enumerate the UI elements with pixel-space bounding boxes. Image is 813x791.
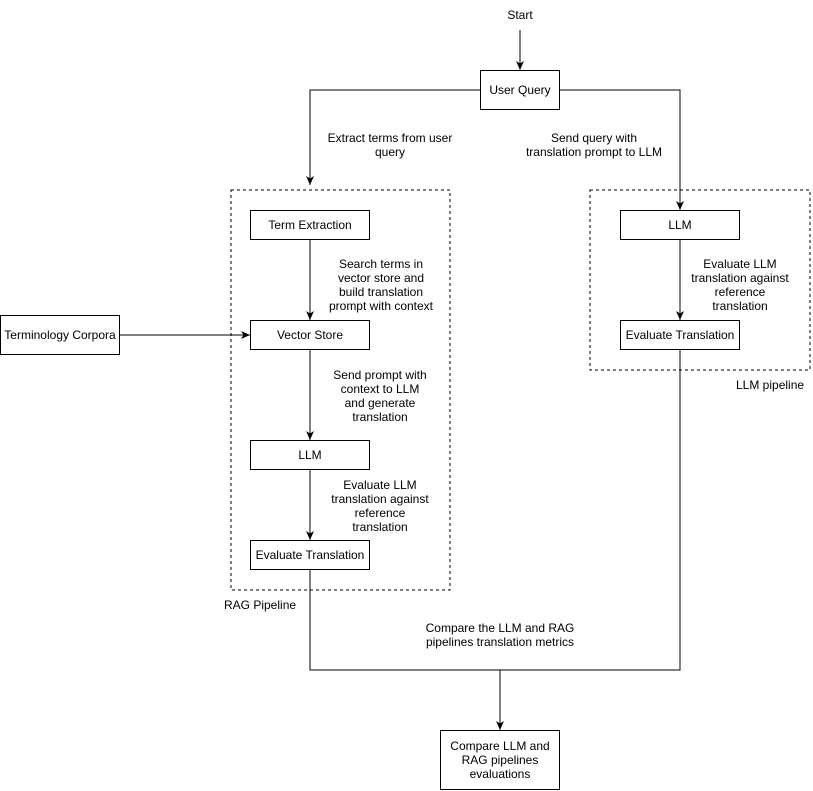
edge-user-query-to-llm [560, 89, 684, 210]
rag-pipeline-label: RAG Pipeline [224, 598, 297, 612]
edge-label-extract-terms: Extract terms from user query [327, 131, 453, 159]
llm-evaluate-translation-node[interactable]: Evaluate Translation [620, 320, 740, 350]
edge-label-llm-evaluate: Evaluate LLM translation against referen… [691, 257, 789, 313]
rag-evaluate-translation-node[interactable]: Evaluate Translation [250, 540, 370, 570]
vector-store-node[interactable]: Vector Store [250, 320, 370, 350]
edge-label-rag-evaluate: Evaluate LLM translation against referen… [331, 478, 429, 534]
terminology-corpora-node[interactable]: Terminology Corpora [0, 315, 120, 355]
edge-label-send-prompt: Send prompt with context to LLM and gene… [333, 368, 427, 424]
edge-label-send-query: Send query with translation prompt to LL… [525, 131, 663, 159]
llm-pipeline-group [589, 189, 811, 371]
rag-llm-node[interactable]: LLM [250, 440, 370, 470]
term-extraction-node[interactable]: Term Extraction [250, 210, 370, 240]
start-label: Start [507, 8, 533, 22]
user-query-node[interactable]: User Query [480, 70, 560, 110]
edge-user-query-to-term-extraction [306, 89, 480, 185]
compare-evaluations-node[interactable]: Compare LLM and RAG pipelines evaluation… [440, 730, 560, 790]
edge-label-compare-metrics: Compare the LLM and RAG pipelines transl… [425, 621, 575, 649]
llm-pipeline-label: LLM pipeline [736, 378, 805, 392]
rag-pipeline-group [230, 189, 451, 591]
edge-evaluations-to-compare [309, 350, 681, 730]
edge-label-search-terms: Search terms in vector store and build t… [328, 257, 434, 313]
llm-pipeline-llm-node[interactable]: LLM [620, 210, 740, 240]
